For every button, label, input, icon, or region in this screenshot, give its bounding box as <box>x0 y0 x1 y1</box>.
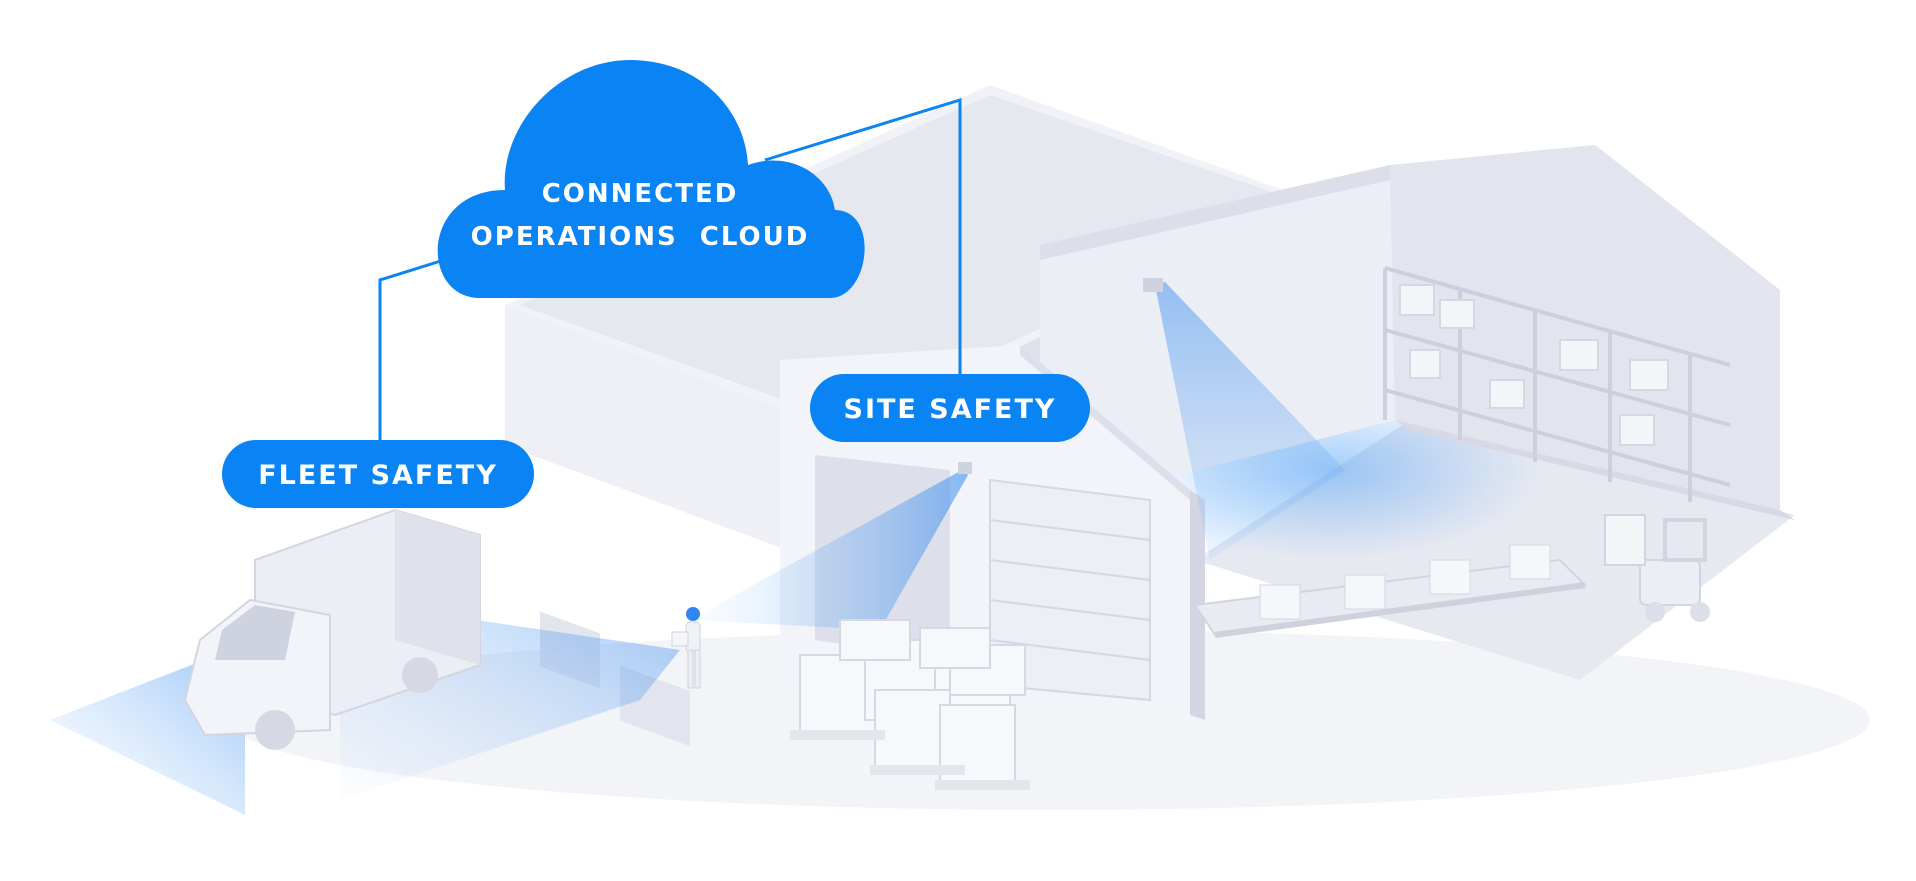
storage-racks <box>1383 266 1731 502</box>
cloud-label-line1: CONNECTED <box>542 179 739 209</box>
forklift <box>1604 514 1710 622</box>
operations-cloud: CONNECTED OPERATIONS CLOUD <box>437 60 865 298</box>
delivery-truck <box>50 508 680 815</box>
door-camera <box>958 462 972 474</box>
worker-figure <box>671 607 701 689</box>
site-camera-beam-door <box>690 470 968 630</box>
pallet-bases <box>790 730 1030 790</box>
site-camera-beam-interior <box>1155 282 1345 560</box>
cloud-label-line2: OPERATIONS CLOUD <box>471 222 810 252</box>
fleet-safety-badge: FLEET SAFETY <box>222 440 534 508</box>
wall-camera <box>1143 278 1163 292</box>
conveyor <box>1193 544 1588 638</box>
box-pallets <box>799 619 1026 786</box>
site-safety-badge: SITE SAFETY <box>810 374 1090 442</box>
fleet-safety-label: FLEET SAFETY <box>258 460 498 491</box>
site-safety-label: SITE SAFETY <box>844 394 1057 425</box>
rack-boxes <box>1399 284 1669 446</box>
connector-lines <box>378 97 962 440</box>
